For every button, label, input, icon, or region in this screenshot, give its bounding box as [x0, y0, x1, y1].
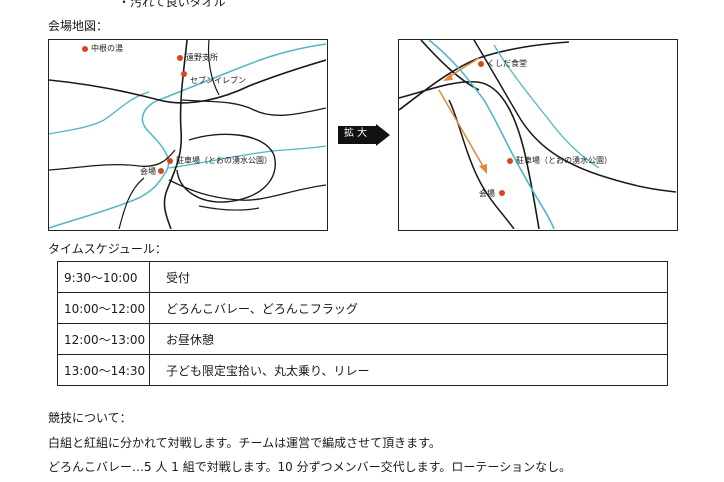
- zoom-arrow-badge: 拡 大: [338, 124, 390, 146]
- zoomed-marker-parking: [507, 158, 513, 164]
- zoomed-route-2-head: [479, 164, 487, 174]
- overview-ring-road: [176, 133, 276, 203]
- zoomed-map-drawing: [399, 40, 676, 229]
- zoomed-marker-venue: [499, 190, 505, 196]
- overview-marker-venue: [158, 168, 164, 174]
- table-row: 12:00〜13:00 お昼休憩: [57, 323, 668, 355]
- table-row: 10:00〜12:00 どろんこバレー、どろんこフラッグ: [57, 292, 668, 324]
- top-bullet-item: ・汚れて良いタオル: [118, 0, 226, 9]
- zoomed-map: くしだ食堂 駐車場（とおの湧水公園） 会場: [398, 39, 678, 231]
- overview-road-4: [49, 149, 176, 171]
- overview-label-venue: 会場: [140, 167, 156, 176]
- arrow-right-icon: [338, 124, 390, 146]
- overview-map-drawing: [49, 40, 326, 229]
- schedule-table: 9:30〜10:00 受付 10:00〜12:00 どろんこバレー、どろんこフラ…: [57, 261, 668, 386]
- overview-marker-tono: [177, 55, 183, 61]
- schedule-label: タイムスケジュール：: [48, 242, 167, 256]
- overview-map: 中根の湯 遠野支所 セブンイレブン 駐車場（とおの湧水公園） 会場: [48, 39, 328, 231]
- schedule-event: どろんこバレー、どろんこフラッグ: [149, 292, 668, 324]
- schedule-event: 受付: [149, 261, 668, 293]
- zoomed-label-venue: 会場: [479, 189, 495, 198]
- schedule-event: お昼休憩: [149, 323, 668, 355]
- zoomed-marker-kushida: [478, 61, 484, 67]
- overview-river-east: [168, 145, 326, 169]
- overview-label-nakane: 中根の湯: [91, 44, 123, 53]
- overview-river-main: [49, 43, 326, 229]
- zoomed-label-parking: 駐車場（とおの湧水公園）: [516, 156, 612, 165]
- zoom-badge-text: 拡 大: [344, 128, 368, 139]
- overview-label-seven: セブンイレブン: [190, 76, 246, 85]
- overview-road-8: [198, 205, 260, 211]
- overview-river-west: [49, 91, 150, 135]
- overview-road-7: [207, 40, 220, 96]
- zoomed-route-2: [438, 89, 485, 169]
- overview-marker-parking: [167, 158, 173, 164]
- zoomed-river-2: [493, 44, 600, 169]
- competition-heading: 競技について：: [48, 411, 132, 425]
- zoomed-river: [428, 40, 555, 229]
- table-row: 13:00〜14:30 子ども限定宝拾い、丸太乗り、リレー: [57, 354, 668, 386]
- competition-line-1: 白組と紅組に分かれて対戦します。チームは運営で編成させて頂きます。: [48, 436, 441, 450]
- overview-road-1: [49, 59, 326, 104]
- schedule-time: 10:00〜12:00: [57, 292, 150, 324]
- table-row: 9:30〜10:00 受付: [57, 261, 668, 293]
- zoomed-road-left: [448, 99, 515, 229]
- overview-label-parking: 駐車場（とおの湧水公園）: [176, 156, 272, 165]
- zoomed-road-right: [473, 40, 676, 193]
- overview-road-3: [181, 99, 326, 116]
- schedule-time: 13:00〜14:30: [57, 354, 150, 386]
- map-section-label: 会場地図：: [48, 19, 109, 33]
- competition-line-2: どろんこバレー…5 人 1 組で対戦します。10 分ずつメンバー交代します。ロー…: [48, 460, 572, 474]
- overview-marker-nakane: [82, 46, 88, 52]
- schedule-time: 12:00〜13:00: [57, 323, 150, 355]
- schedule-event: 子ども限定宝拾い、丸太乗り、リレー: [149, 354, 668, 386]
- zoomed-route-1: [446, 57, 480, 79]
- zoomed-label-kushida: くしだ食堂: [487, 59, 527, 68]
- overview-label-tono: 遠野支所: [186, 53, 218, 62]
- overview-road-6: [118, 177, 145, 229]
- overview-marker-seven: [181, 71, 187, 77]
- zoomed-route-1-head: [443, 73, 453, 81]
- schedule-time: 9:30〜10:00: [57, 261, 150, 293]
- overview-road-2: [163, 40, 188, 229]
